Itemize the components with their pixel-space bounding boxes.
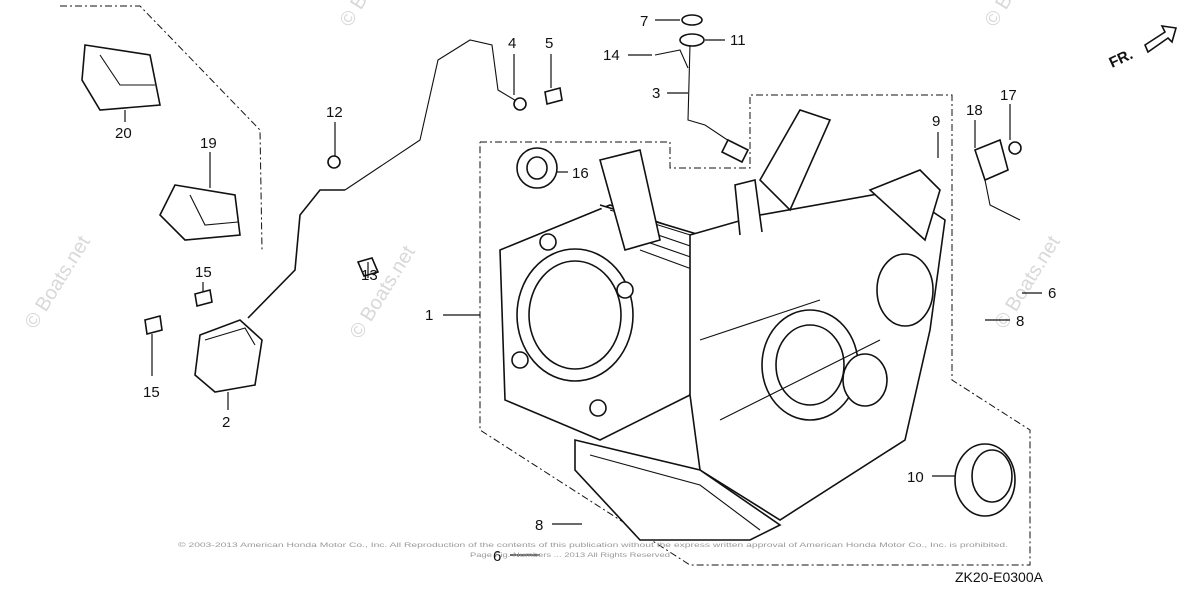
callout-14: 14 — [603, 47, 620, 64]
callout-20: 20 — [115, 125, 132, 142]
callout-1: 1 — [425, 307, 433, 324]
callout-2: 2 — [222, 414, 230, 431]
callout-7: 7 — [640, 13, 648, 30]
watermark: © Boats.net — [981, 0, 1055, 31]
direction-label: FR. — [1107, 46, 1136, 72]
copyright-notice: © 2003-2013 American Honda Motor Co., In… — [178, 542, 1009, 549]
callout-13: 13 — [361, 267, 378, 284]
callout-8: 8 — [535, 517, 543, 534]
watermark: © Boats.net — [346, 242, 420, 343]
callout-16: 16 — [572, 165, 589, 182]
watermark: © Boats.net — [336, 0, 410, 31]
callout-18: 18 — [966, 102, 983, 119]
callout-5: 5 — [545, 35, 553, 52]
callout-15: 15 — [143, 384, 160, 401]
callout-10: 10 — [907, 469, 924, 486]
callout-19: 19 — [200, 135, 217, 152]
callout-6: 6 — [493, 548, 501, 565]
oil-seal-drawing — [954, 443, 1016, 517]
bearing-drawing — [516, 147, 558, 189]
callout-4: 4 — [508, 35, 516, 52]
callout-3: 3 — [652, 85, 660, 102]
callout-11: 11 — [730, 32, 746, 49]
callout-8: 8 — [1016, 313, 1024, 330]
callout-15: 15 — [195, 264, 212, 281]
oil-sensor-drawing — [144, 39, 563, 393]
crankcase-drawing — [499, 109, 946, 541]
engine-mounts-drawing — [81, 44, 241, 241]
copyright-notice-line2: Page Fig. Numbers ... 2013 All Rights Re… — [470, 553, 670, 559]
wiring-harness-drawing — [974, 138, 1022, 221]
watermark: © Boats.net — [991, 232, 1065, 333]
callout-12: 12 — [326, 104, 343, 121]
dipstick-drawing — [654, 14, 750, 164]
callout-17: 17 — [1000, 87, 1017, 104]
callouts: 1 2 3 4 5 6 6 7 8 8 9 10 11 12 13 14 15 — [115, 13, 1056, 565]
callout-6: 6 — [1048, 285, 1056, 302]
callout-9: 9 — [932, 113, 940, 130]
front-direction-indicator: FR. — [1107, 24, 1178, 72]
watermark: © Boats.net — [21, 232, 95, 333]
grouping-lines — [60, 5, 1031, 566]
diagram-code: ZK20-E0300A — [955, 569, 1044, 585]
